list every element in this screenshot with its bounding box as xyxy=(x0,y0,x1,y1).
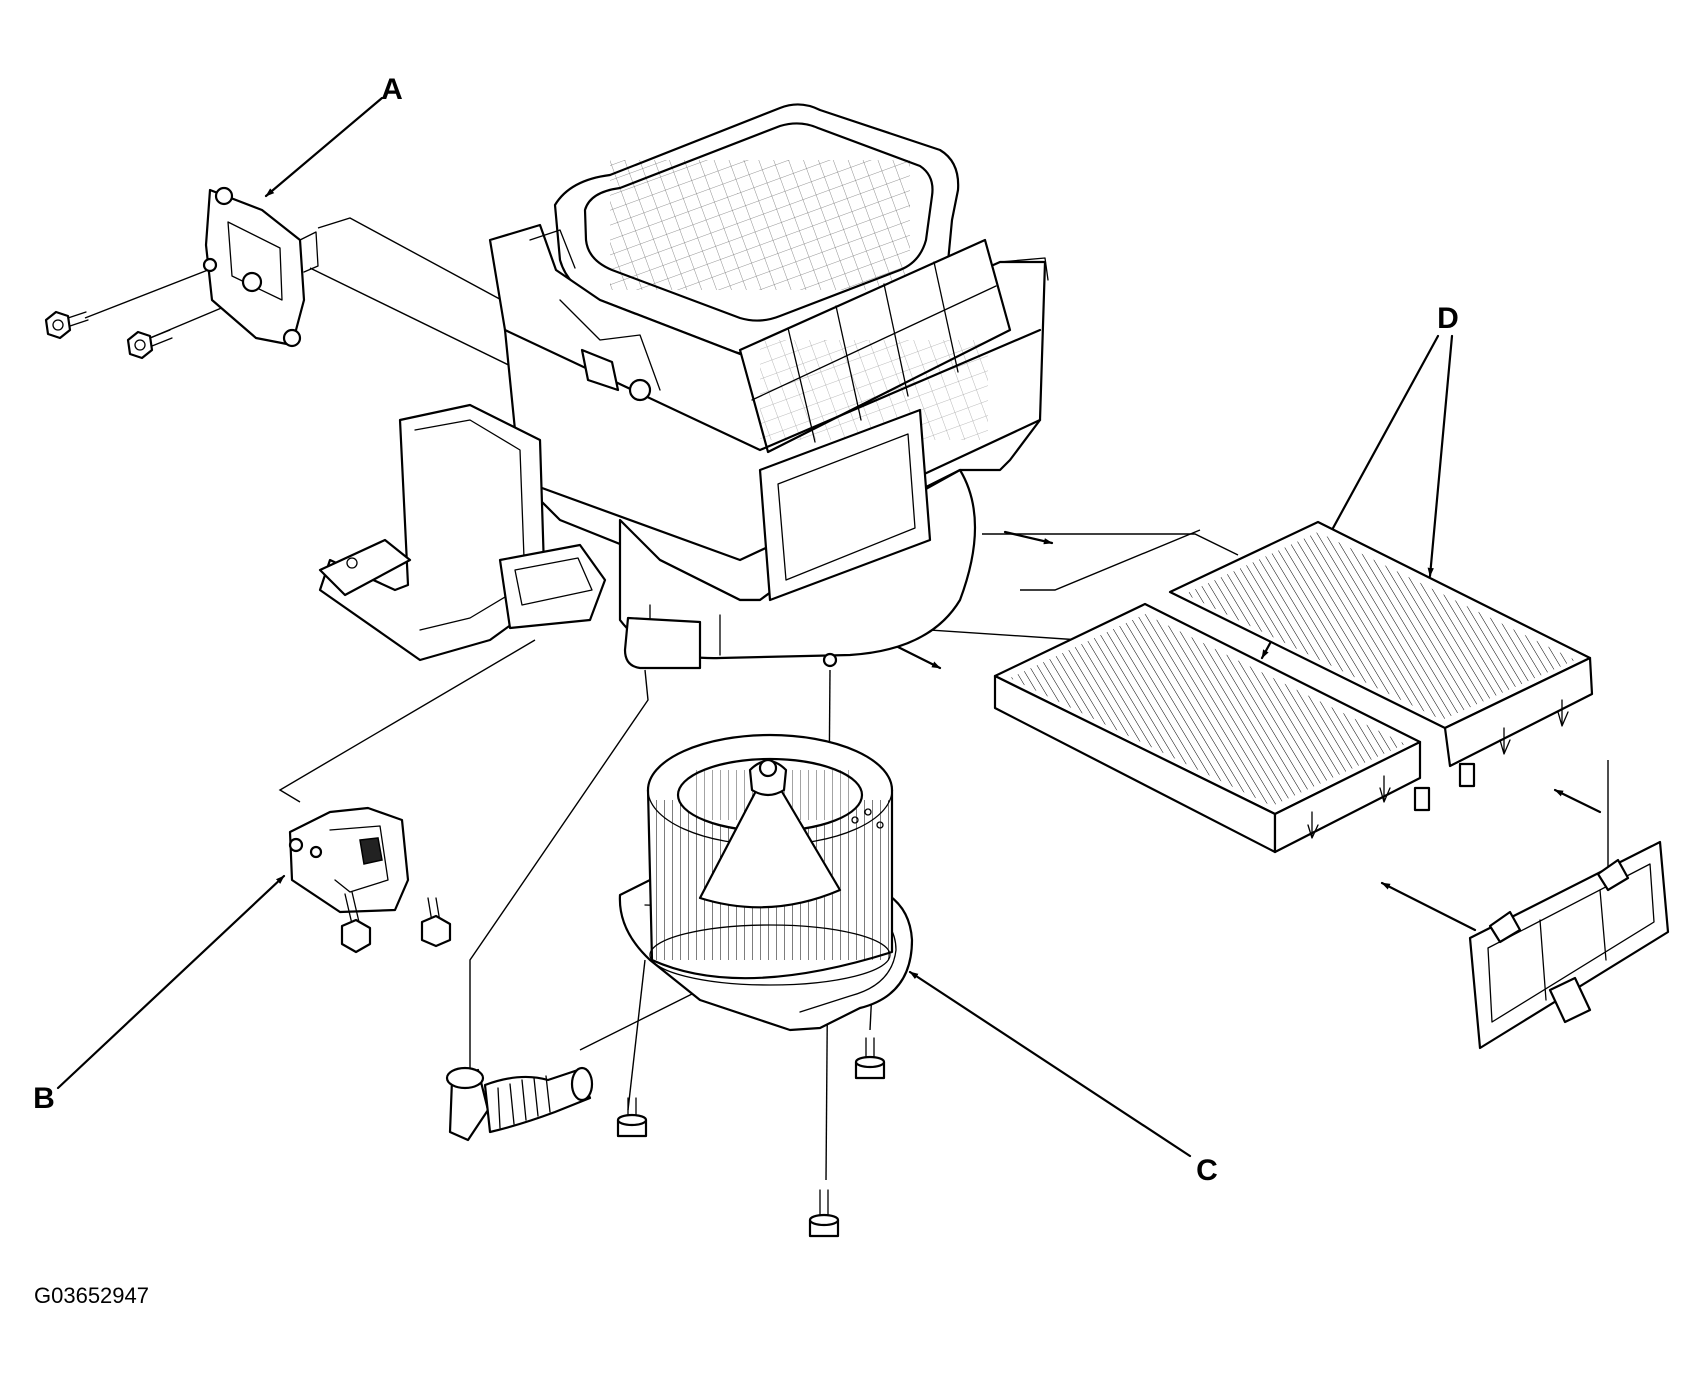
screw-c-2 xyxy=(854,1037,886,1080)
screw-a-1 xyxy=(44,310,89,340)
motor-wire-connector xyxy=(445,1066,594,1142)
blower-housing-assembly xyxy=(318,103,1049,670)
callout-d: D xyxy=(1437,302,1459,335)
screw-b-2 xyxy=(420,897,452,948)
leader-c xyxy=(908,970,1192,1158)
part-a-control-motor xyxy=(202,186,319,348)
callout-a: A xyxy=(381,73,403,106)
part-d-filter-right xyxy=(1168,520,1594,768)
leader-b xyxy=(56,874,286,1090)
screw-c-3 xyxy=(808,1189,840,1238)
screw-c-1 xyxy=(616,1097,648,1138)
figure-id: G03652947 xyxy=(34,1283,149,1308)
part-b-blower-resistor xyxy=(288,806,410,914)
vent-grid xyxy=(751,261,997,443)
part-c-blower-motor xyxy=(618,733,914,1032)
filter-clips xyxy=(1413,762,1476,812)
leader-d-2 xyxy=(1427,334,1454,578)
leader-a xyxy=(264,96,384,198)
part-d-filter-left xyxy=(993,602,1422,854)
callout-b: B xyxy=(33,1082,55,1115)
screw-a-2 xyxy=(126,329,173,360)
callout-c: C xyxy=(1196,1154,1218,1187)
filter-cover xyxy=(1468,840,1670,1050)
screw-b-1 xyxy=(340,891,372,954)
